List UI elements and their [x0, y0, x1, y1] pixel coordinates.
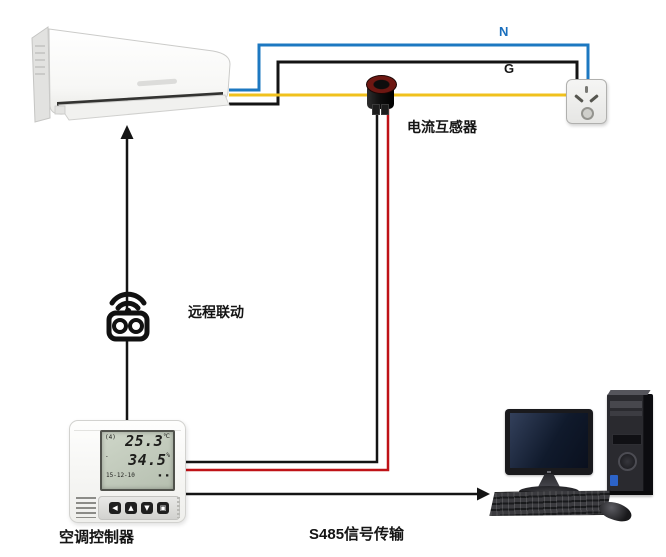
lcd-date-value: 15-12-10	[106, 472, 135, 479]
lcd-signal-icon: (4)	[105, 434, 116, 441]
monitor-screen	[510, 413, 588, 468]
s485-signal-label: S485信号传输	[309, 526, 405, 543]
lcd-row2-mark: -	[105, 453, 109, 460]
lcd-date-marks: ▪ ▪	[158, 472, 169, 479]
remote-button-icon	[128, 318, 144, 334]
ac-brand-plate	[137, 78, 177, 87]
ac-flap	[58, 94, 230, 121]
ac-controller-device: (4) 25.3 ℃ - 34.5 % 15-12-10 ▪ ▪ ◀ ▲ ▼ ▣	[69, 420, 186, 523]
tower-foot	[607, 491, 653, 495]
lcd-temperature-row: (4) 25.3 ℃	[102, 432, 173, 451]
power-socket	[566, 79, 607, 124]
monitor	[505, 409, 593, 475]
controller-menu-button: ▣	[157, 502, 169, 514]
lcd-humidity-value: 34.5	[128, 451, 167, 469]
controller-down-button: ▼	[141, 502, 153, 514]
lcd-date-row: 15-12-10 ▪ ▪	[102, 470, 173, 479]
lcd-temperature-value: 25.3	[125, 432, 164, 450]
keyboard	[489, 488, 612, 519]
pc-tower	[607, 390, 653, 495]
ac-label-sticker	[54, 105, 66, 115]
controller-side-vents-icon	[177, 497, 180, 518]
wire-neutral-n	[229, 43, 590, 92]
remote-control-icon	[106, 291, 150, 342]
tower-ports	[612, 434, 642, 445]
tower-top-face	[607, 390, 651, 395]
current-transformer-device	[364, 75, 397, 115]
ac-controller-label: 空调控制器	[59, 529, 135, 546]
monitor-stand	[537, 474, 561, 489]
ac-side-grille-icon	[35, 45, 45, 75]
controller-lcd: (4) 25.3 ℃ - 34.5 % 15-12-10 ▪ ▪	[100, 430, 175, 491]
wifi-inner-arc-icon	[115, 300, 141, 311]
wire-ct-black	[184, 108, 379, 464]
s485-arrowhead-icon	[477, 487, 490, 501]
socket-round-hole	[581, 107, 594, 120]
tower-power-button-icon	[618, 452, 637, 471]
wire-ground-g	[229, 60, 579, 106]
remote-arrowhead-icon	[120, 125, 134, 139]
wifi-outer-arc-icon	[109, 291, 147, 306]
ct-terminal	[381, 104, 389, 115]
controller-speaker-grille-icon	[76, 497, 96, 518]
ct-terminal	[372, 104, 380, 115]
controller-left-button: ◀	[109, 502, 121, 514]
lcd-temperature-unit: ℃	[163, 433, 170, 440]
controller-up-button: ▲	[125, 502, 137, 514]
ct-ring	[366, 75, 397, 94]
remote-linkage-label: 远程联动	[188, 304, 244, 320]
tower-drive-bay	[610, 401, 642, 408]
tower-drive-bay	[610, 411, 642, 416]
desktop-computer	[483, 376, 666, 526]
tower-sticker	[610, 475, 618, 486]
socket-left-slot	[574, 94, 584, 103]
lcd-humidity-unit: %	[166, 452, 170, 459]
remote-button-icon	[112, 318, 128, 334]
current-transformer-label: 电流互感器	[407, 119, 477, 135]
lcd-humidity-row: - 34.5 %	[102, 451, 173, 470]
wire-label-g: G	[504, 61, 515, 76]
air-conditioner	[31, 26, 231, 123]
wire-label-n: N	[499, 24, 509, 39]
wire-ct-red	[184, 108, 390, 472]
monitor-brand-dot	[547, 471, 551, 473]
controller-button-panel: ◀ ▲ ▼ ▣	[98, 496, 180, 520]
socket-right-slot	[589, 94, 599, 103]
socket-ground-slot	[585, 86, 588, 93]
mouse	[597, 498, 634, 525]
